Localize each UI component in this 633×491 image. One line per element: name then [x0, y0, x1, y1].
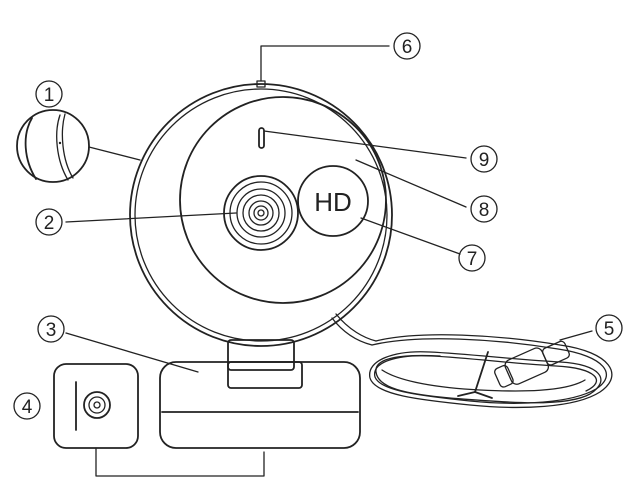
callout-9: 9: [470, 145, 498, 173]
hd-badge: HD: [297, 165, 369, 237]
usb-cable: [331, 313, 613, 409]
callout-7: 7: [458, 244, 486, 272]
callout-1: 1: [35, 80, 63, 108]
indicator-light: [258, 127, 265, 149]
callout-label: 6: [402, 37, 413, 58]
leader-lines: [65, 45, 593, 373]
callout-3: 3: [37, 315, 65, 343]
callout-label: 5: [604, 319, 615, 340]
callout-label: 8: [479, 200, 490, 221]
inset-microphone-detail: [16, 109, 90, 183]
callout-label: 3: [46, 320, 57, 341]
callout-6: 6: [393, 32, 421, 60]
callout-5: 5: [595, 314, 623, 342]
callout-label: 4: [22, 397, 33, 418]
hd-label: HD: [314, 187, 352, 217]
callout-2: 2: [35, 208, 63, 236]
usb-c-plug: [494, 340, 570, 388]
cable-tie: [457, 351, 493, 399]
callout-8: 8: [470, 195, 498, 223]
callout-label: 7: [467, 249, 478, 270]
mounting-clip: [159, 339, 361, 449]
camera-body: [129, 80, 393, 347]
callout-label: 1: [44, 85, 55, 106]
callout-label: 2: [44, 213, 55, 234]
callout-4: 4: [13, 392, 41, 420]
inset-tripod-socket: [53, 363, 265, 477]
callout-label: 9: [479, 150, 490, 171]
